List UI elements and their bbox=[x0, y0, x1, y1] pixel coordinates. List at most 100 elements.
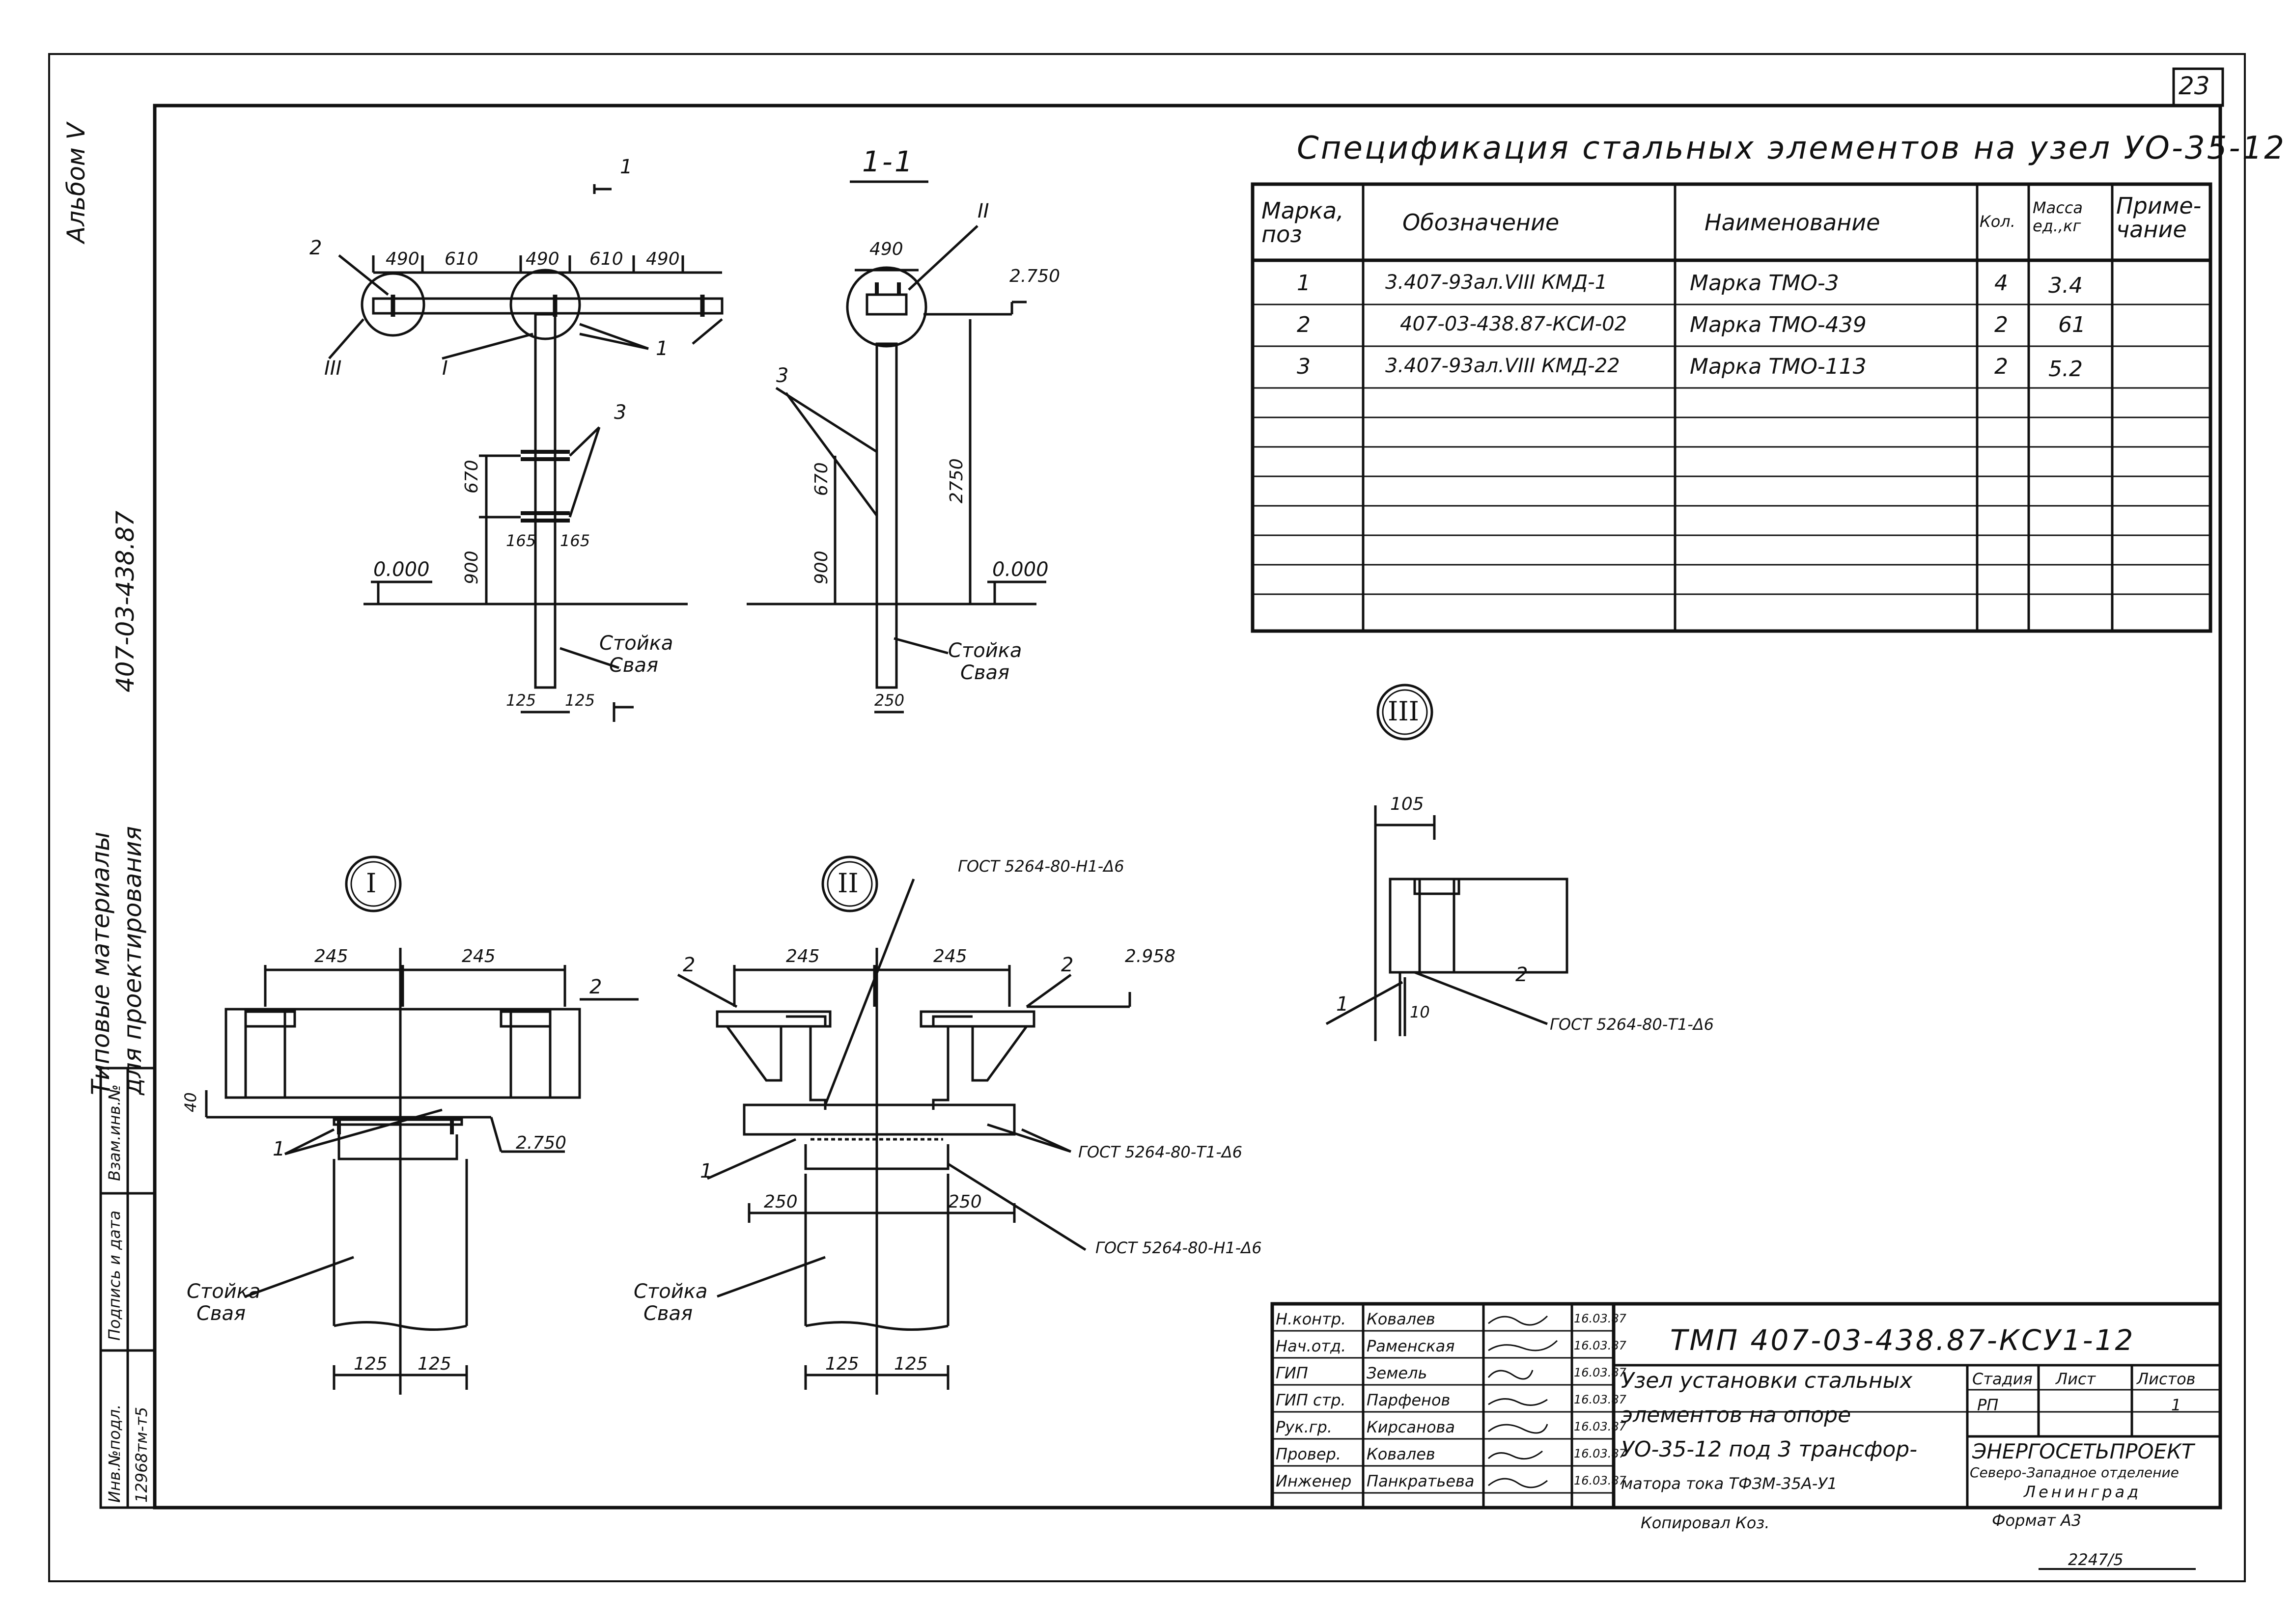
dim-label: 670 bbox=[462, 460, 482, 494]
document-code: ТМП 407-03-438.87-КСУ1-12 bbox=[1670, 1323, 2135, 1357]
spec-cell-qty: 2 bbox=[1994, 312, 2008, 337]
stamp-role: ГИП стр. bbox=[1276, 1391, 1346, 1409]
dim-label: 105 bbox=[1390, 794, 1424, 814]
stamp-name: Земель bbox=[1367, 1364, 1427, 1382]
dim-label: 490 bbox=[526, 249, 559, 269]
sheet-header: Лист bbox=[2056, 1370, 2096, 1388]
stamp-role: Инженер bbox=[1276, 1472, 1352, 1490]
level-label: 2.750 bbox=[516, 1133, 567, 1153]
dim-label: 245 bbox=[314, 946, 348, 966]
spec-cell-mark: 1 bbox=[1297, 271, 1311, 296]
spec-cell-mass: 3.4 bbox=[2048, 273, 2083, 298]
callout-3-label: III bbox=[324, 357, 342, 380]
spec-header-note: Приме- чание bbox=[2116, 193, 2202, 243]
archive-number: 2247/5 bbox=[2068, 1550, 2124, 1569]
dim-label: 245 bbox=[462, 946, 496, 966]
spec-cell-mark: 2 bbox=[1297, 312, 1311, 337]
dim-label: 250 bbox=[948, 1192, 982, 1212]
position-label: 3 bbox=[614, 401, 627, 424]
organization-branch: Северо-Западное отделение bbox=[1970, 1464, 2179, 1481]
dim-label: 490 bbox=[869, 239, 903, 259]
dim-label: 250 bbox=[874, 691, 905, 710]
position-label: 2 bbox=[589, 976, 602, 998]
dim-label: 610 bbox=[445, 249, 478, 269]
stamp-name: Парфенов bbox=[1367, 1391, 1451, 1409]
stamp-role: Н.контр. bbox=[1276, 1310, 1346, 1328]
detail-3-label: III bbox=[1388, 696, 1419, 727]
position-label: 2 bbox=[1515, 963, 1528, 986]
position-label: 2 bbox=[309, 237, 322, 259]
spec-cell-name: Марка ТМО-113 bbox=[1690, 354, 1867, 379]
dim-label: 40 bbox=[181, 1092, 200, 1112]
spec-header-mass: Масса ед.,кг bbox=[2033, 198, 2083, 235]
stamp-role: ГИП bbox=[1276, 1364, 1308, 1382]
side-cell-number: 12968тм-т5 bbox=[132, 1406, 151, 1503]
dim-label: 2750 bbox=[947, 458, 967, 503]
stamp-name: Ковалев bbox=[1367, 1445, 1435, 1463]
stamp-date: 16.03.87 bbox=[1574, 1312, 1626, 1325]
spec-cell-qty: 2 bbox=[1994, 354, 2008, 379]
stand-label: Стойка bbox=[187, 1280, 261, 1303]
spec-table-grid bbox=[1251, 182, 2212, 633]
stamp-name: Кирсанова bbox=[1367, 1418, 1455, 1436]
stamp-role: Нач.отд. bbox=[1276, 1337, 1346, 1355]
callout-2-label: II bbox=[978, 200, 989, 222]
organization-city: Ленинград bbox=[2024, 1483, 2142, 1501]
weld-spec-label: ГОСТ 5264-80-Т1-Δ6 bbox=[1078, 1143, 1243, 1161]
stamp-name: Раменская bbox=[1367, 1337, 1455, 1355]
stage-header: Стадия bbox=[1972, 1370, 2033, 1388]
stand-label: Стойка bbox=[634, 1280, 708, 1303]
spec-header-designation: Обозначение bbox=[1402, 209, 1560, 236]
dim-label: 250 bbox=[764, 1192, 798, 1212]
stamp-date: 16.03.87 bbox=[1574, 1420, 1626, 1433]
position-label: 1 bbox=[1336, 993, 1349, 1016]
weld-spec-label: ГОСТ 5264-80-Т1-Δ6 bbox=[1550, 1015, 1714, 1034]
position-label: 2 bbox=[683, 954, 696, 976]
detail-1-drawing bbox=[205, 855, 639, 1395]
stage-value: РП bbox=[1977, 1396, 1999, 1414]
album-label: Альбом V bbox=[62, 123, 90, 243]
dim-label: 165 bbox=[506, 531, 536, 550]
spec-cell-mark: 3 bbox=[1297, 354, 1311, 379]
sheets-header: Листов bbox=[2137, 1370, 2196, 1388]
detail-3-drawing bbox=[1325, 684, 1568, 1041]
position-label: 3 bbox=[776, 364, 789, 387]
position-label: 2 bbox=[1061, 954, 1074, 976]
stamp-date: 16.03.87 bbox=[1574, 1474, 1626, 1487]
spec-header-mark: Марка, поз bbox=[1261, 197, 1344, 248]
side-cell-inv: Инв.№подл. bbox=[105, 1404, 124, 1503]
spec-header-name: Наименование bbox=[1705, 209, 1880, 236]
spec-header-qty: Кол. bbox=[1980, 212, 2015, 231]
dim-label: 900 bbox=[462, 551, 482, 584]
dim-label: 125 bbox=[506, 691, 536, 710]
level-label: 2.750 bbox=[1009, 266, 1061, 286]
position-label: 1 bbox=[700, 1160, 713, 1183]
dim-label: 125 bbox=[354, 1354, 388, 1374]
ground-level-label: 0.000 bbox=[992, 558, 1049, 581]
callout-1-label: I bbox=[442, 357, 448, 380]
side-cell-sign: Подпись и дата bbox=[105, 1210, 124, 1341]
section-title: 1-1 bbox=[862, 145, 915, 178]
position-label: 1 bbox=[656, 337, 669, 360]
spec-cell-qty: 4 bbox=[1994, 271, 2008, 296]
pile-label: Свая bbox=[196, 1302, 246, 1325]
dim-label: 10 bbox=[1410, 1003, 1430, 1021]
dim-label: 125 bbox=[894, 1354, 928, 1374]
dim-label: 165 bbox=[560, 531, 590, 550]
weld-spec-label: ГОСТ 5264-80-Н1-Δ6 bbox=[958, 857, 1124, 876]
ground-level-label: 0.000 bbox=[373, 558, 430, 581]
spec-cell-mass: 61 bbox=[2058, 312, 2086, 337]
stand-label: Стойка bbox=[948, 639, 1022, 662]
stand-label: Стойка bbox=[599, 632, 673, 655]
stamp-date: 16.03.87 bbox=[1574, 1393, 1626, 1406]
spec-title: Спецификация стальных элементов на узел … bbox=[1297, 130, 2286, 166]
dim-label: 670 bbox=[811, 462, 832, 496]
stamp-role: Рук.гр. bbox=[1276, 1418, 1333, 1436]
side-materials-line1: Типовые материалы bbox=[86, 831, 115, 1095]
stamp-date: 16.03.87 bbox=[1574, 1339, 1626, 1352]
section-view-drawing bbox=[747, 180, 1046, 714]
stamp-role: Провер. bbox=[1276, 1445, 1341, 1463]
dim-label: 490 bbox=[386, 249, 419, 269]
title-description-line: матора тока ТФЗМ-35А-У1 bbox=[1621, 1474, 1838, 1493]
dim-label: 125 bbox=[825, 1354, 859, 1374]
